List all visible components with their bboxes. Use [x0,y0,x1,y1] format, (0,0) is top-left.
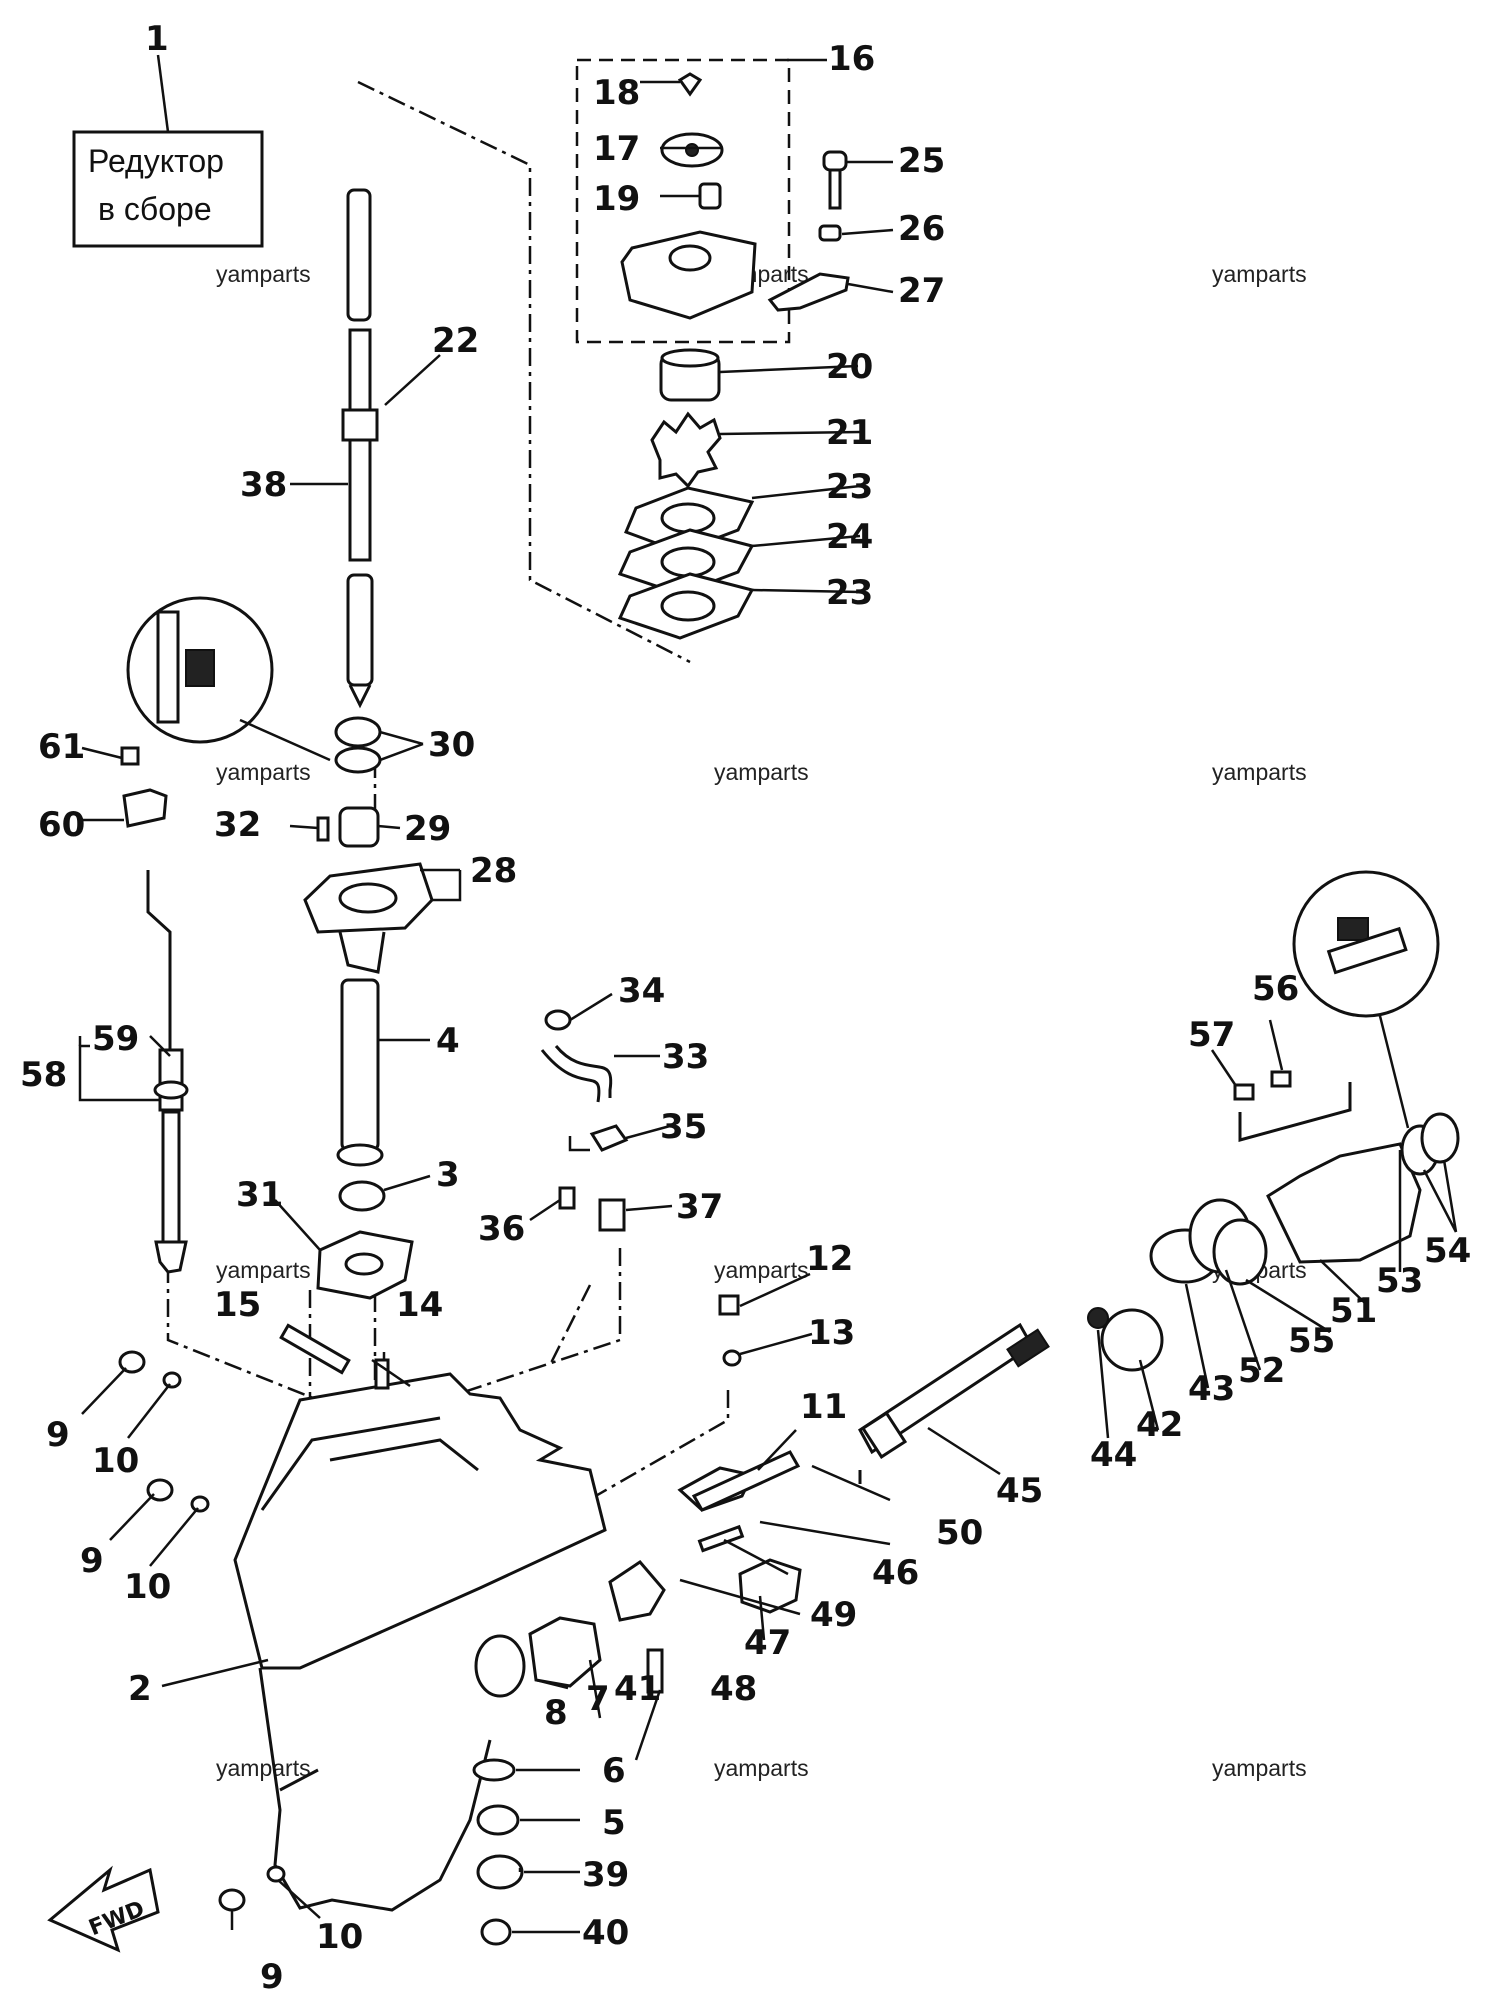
seal-detail-magnifier [126,596,331,762]
callout-44: 44 [1090,1435,1137,1475]
callout-19: 19 [593,179,640,219]
watermark: yamparts [216,261,311,287]
watermark: yamparts [714,1755,809,1781]
callout-53: 53 [1376,1261,1423,1301]
callout-9-middle: 9 [80,1541,104,1581]
callout-61: 61 [38,727,85,767]
callout-50: 50 [936,1513,983,1553]
callout-15: 15 [214,1285,261,1325]
callout-58: 58 [20,1055,67,1095]
callout-42: 42 [1136,1405,1183,1445]
callout-32: 32 [214,805,261,845]
propeller-shaft-group [472,1070,1460,1946]
callout-28: 28 [470,851,517,891]
callout-46: 46 [872,1553,919,1593]
callout-10-middle: 10 [124,1567,171,1607]
callout-52: 52 [1238,1351,1285,1391]
callout-34: 34 [618,971,665,1011]
callout-labels: 1 16 18 17 19 25 26 27 20 21 23 24 23 22… [20,19,1471,1997]
callout-21: 21 [826,413,873,453]
watermark: yamparts [714,759,809,785]
forward-direction-arrow: FWD [47,1865,160,1953]
callout-22: 22 [432,321,479,361]
callout-24: 24 [826,517,873,557]
callout-4: 4 [436,1021,460,1061]
upper-case-parts [303,716,434,1300]
callout-29: 29 [404,809,451,849]
callout-26: 26 [898,209,945,249]
title-line-1: Редуктор [88,143,224,179]
callout-8: 8 [544,1693,568,1733]
callout-40: 40 [582,1913,629,1953]
callout-47: 47 [744,1623,791,1663]
callout-23-upper: 23 [826,467,873,507]
callout-31: 31 [236,1175,283,1215]
callout-10-upper: 10 [92,1441,139,1481]
callout-23-lower: 23 [826,573,873,613]
bearing-detail-magnifier [1292,870,1440,1129]
callout-41: 41 [614,1669,661,1709]
callout-49: 49 [810,1595,857,1635]
callout-55: 55 [1288,1321,1335,1361]
water-pump-group [575,58,850,640]
watermark: yamparts [714,1257,809,1283]
watermark: yamparts [1212,261,1307,287]
callout-35: 35 [660,1107,707,1147]
callout-56: 56 [1252,969,1299,1009]
leader-lines [78,58,1458,1934]
callout-51: 51 [1330,1291,1377,1331]
watermark: yamparts [216,1257,311,1283]
callout-43: 43 [1188,1369,1235,1409]
drive-shaft [341,188,379,709]
assembly-title-box: Редуктор в сборе [72,54,264,248]
callout-7: 7 [586,1679,610,1719]
callout-2: 2 [128,1669,152,1709]
callout-6: 6 [602,1751,626,1791]
callout-27: 27 [898,271,945,311]
watermark: yamparts [216,759,311,785]
callout-59: 59 [92,1019,139,1059]
callout-30: 30 [428,725,475,765]
callout-54: 54 [1424,1231,1471,1271]
callout-45: 45 [996,1471,1043,1511]
watermarks: yamparts yamparts yamparts yamparts yamp… [216,261,1307,1781]
watermark: yamparts [1212,759,1307,785]
callout-25: 25 [898,141,945,181]
callout-13: 13 [808,1313,855,1353]
callout-16: 16 [828,39,875,79]
callout-9-lower: 9 [260,1957,284,1997]
callout-5: 5 [602,1803,626,1843]
watermark: yamparts [1212,1755,1307,1781]
callout-36: 36 [478,1209,525,1249]
callout-14: 14 [396,1285,443,1325]
water-tube-group [540,1009,629,1232]
callout-38: 38 [240,465,287,505]
callout-57: 57 [1188,1015,1235,1055]
callout-39: 39 [582,1855,629,1895]
callout-48: 48 [710,1669,757,1709]
callout-33: 33 [662,1037,709,1077]
title-line-2: в сборе [98,191,212,227]
callout-37: 37 [676,1187,723,1227]
callout-20: 20 [826,347,873,387]
callout-1: 1 [145,19,169,59]
shift-rod-group [120,746,189,1274]
watermark: yamparts [216,1755,311,1781]
callout-18: 18 [593,73,640,113]
callout-12: 12 [806,1239,853,1279]
callout-9-upper: 9 [46,1415,70,1455]
callout-10-lower: 10 [316,1917,363,1957]
callout-3: 3 [436,1155,460,1195]
callout-60: 60 [38,805,85,845]
callout-11: 11 [800,1387,847,1427]
callout-17: 17 [593,129,640,169]
